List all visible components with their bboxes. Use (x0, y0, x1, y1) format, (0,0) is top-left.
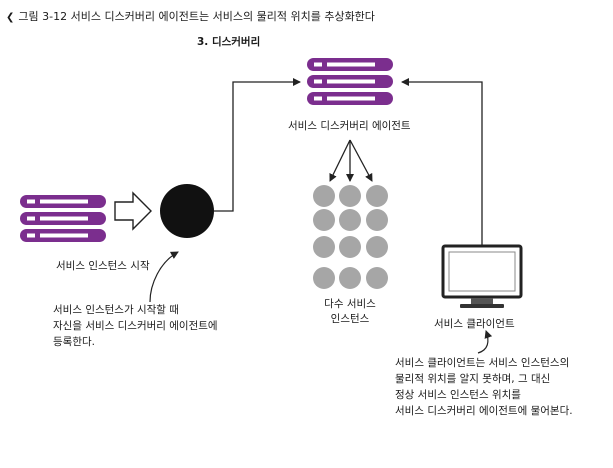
instance-circle (366, 236, 388, 258)
server-slot (327, 79, 375, 84)
note-line: 등록한다. (53, 336, 95, 348)
server-slot (40, 199, 88, 204)
note-line: 서비스 인스턴스가 시작할 때 (53, 304, 179, 316)
server-slot (40, 216, 88, 221)
monitor-icon (441, 244, 523, 308)
instance-circle (313, 209, 335, 231)
fanout-arrow (349, 139, 373, 182)
server-light (314, 62, 322, 67)
instance-circle (366, 185, 388, 207)
fanout-arrow (329, 139, 351, 182)
server-label: 서비스 인스턴스 시작 (56, 260, 150, 272)
monitor-inner (448, 251, 516, 292)
server-slot (327, 62, 375, 67)
agent-label: 서비스 디스커버리 에이전트 (288, 120, 411, 132)
source-server-stack-icon (20, 195, 106, 242)
instance-circle (339, 209, 361, 231)
monitor-neck (471, 298, 493, 304)
black-circle-icon (160, 184, 214, 238)
server-light (314, 79, 322, 84)
agent-server-stack-icon (307, 58, 393, 105)
instance-circle (366, 267, 388, 289)
note-line: 서비스 디스커버리 에이전트에 물어본다. (395, 405, 573, 417)
note-line: 자신을 서비스 디스커버리 에이전트에 (53, 320, 218, 332)
server-light (27, 199, 35, 204)
note-line: 정상 서비스 인스턴스 위치를 (395, 389, 521, 401)
server-light (27, 233, 35, 238)
server-slot (327, 96, 375, 101)
figure-caption: ❮그림 3-12 서비스 디스커버리 에이전트는 서비스의 물리적 위치를 추상… (6, 9, 375, 26)
instance-circle (339, 236, 361, 258)
instances-label-line: 인스턴스 (330, 313, 370, 325)
step-label: 3. 디스커버리 (197, 36, 261, 48)
instance-circle (313, 185, 335, 207)
caption-text: 그림 3-12 서비스 디스커버리 에이전트는 서비스의 물리적 위치를 추상화… (18, 10, 375, 23)
hollow-right-arrow-icon (114, 191, 152, 231)
note-line: 서비스 클라이언트는 서비스 인스턴스의 (395, 357, 570, 369)
note-line: 물리적 위치를 알지 못하며, 그 대신 (395, 373, 551, 385)
circle-grid-icon (313, 185, 388, 289)
instance-circle (339, 185, 361, 207)
instance-circle (313, 267, 335, 289)
instances-label: 다수 서비스 인스턴스 (310, 297, 390, 327)
client-pointer (477, 330, 493, 354)
instance-circle (313, 236, 335, 258)
instances-label-line: 다수 서비스 (324, 298, 376, 310)
registration-note: 서비스 인스턴스가 시작할 때 자신을 서비스 디스커버리 에이전트에 등록한다… (53, 302, 218, 350)
lookup-connector (401, 78, 483, 245)
monitor-base (460, 304, 504, 308)
client-note: 서비스 클라이언트는 서비스 인스턴스의 물리적 위치를 알지 못하며, 그 대… (395, 355, 573, 419)
server-light (27, 216, 35, 221)
instance-circle (339, 267, 361, 289)
server-light (314, 96, 322, 101)
instance-circle (366, 209, 388, 231)
registration-pointer (149, 251, 179, 303)
client-label: 서비스 클라이언트 (434, 318, 515, 330)
register-connector (214, 78, 301, 212)
chevron-down-icon: ❮ (6, 12, 15, 23)
server-slot (40, 233, 88, 238)
